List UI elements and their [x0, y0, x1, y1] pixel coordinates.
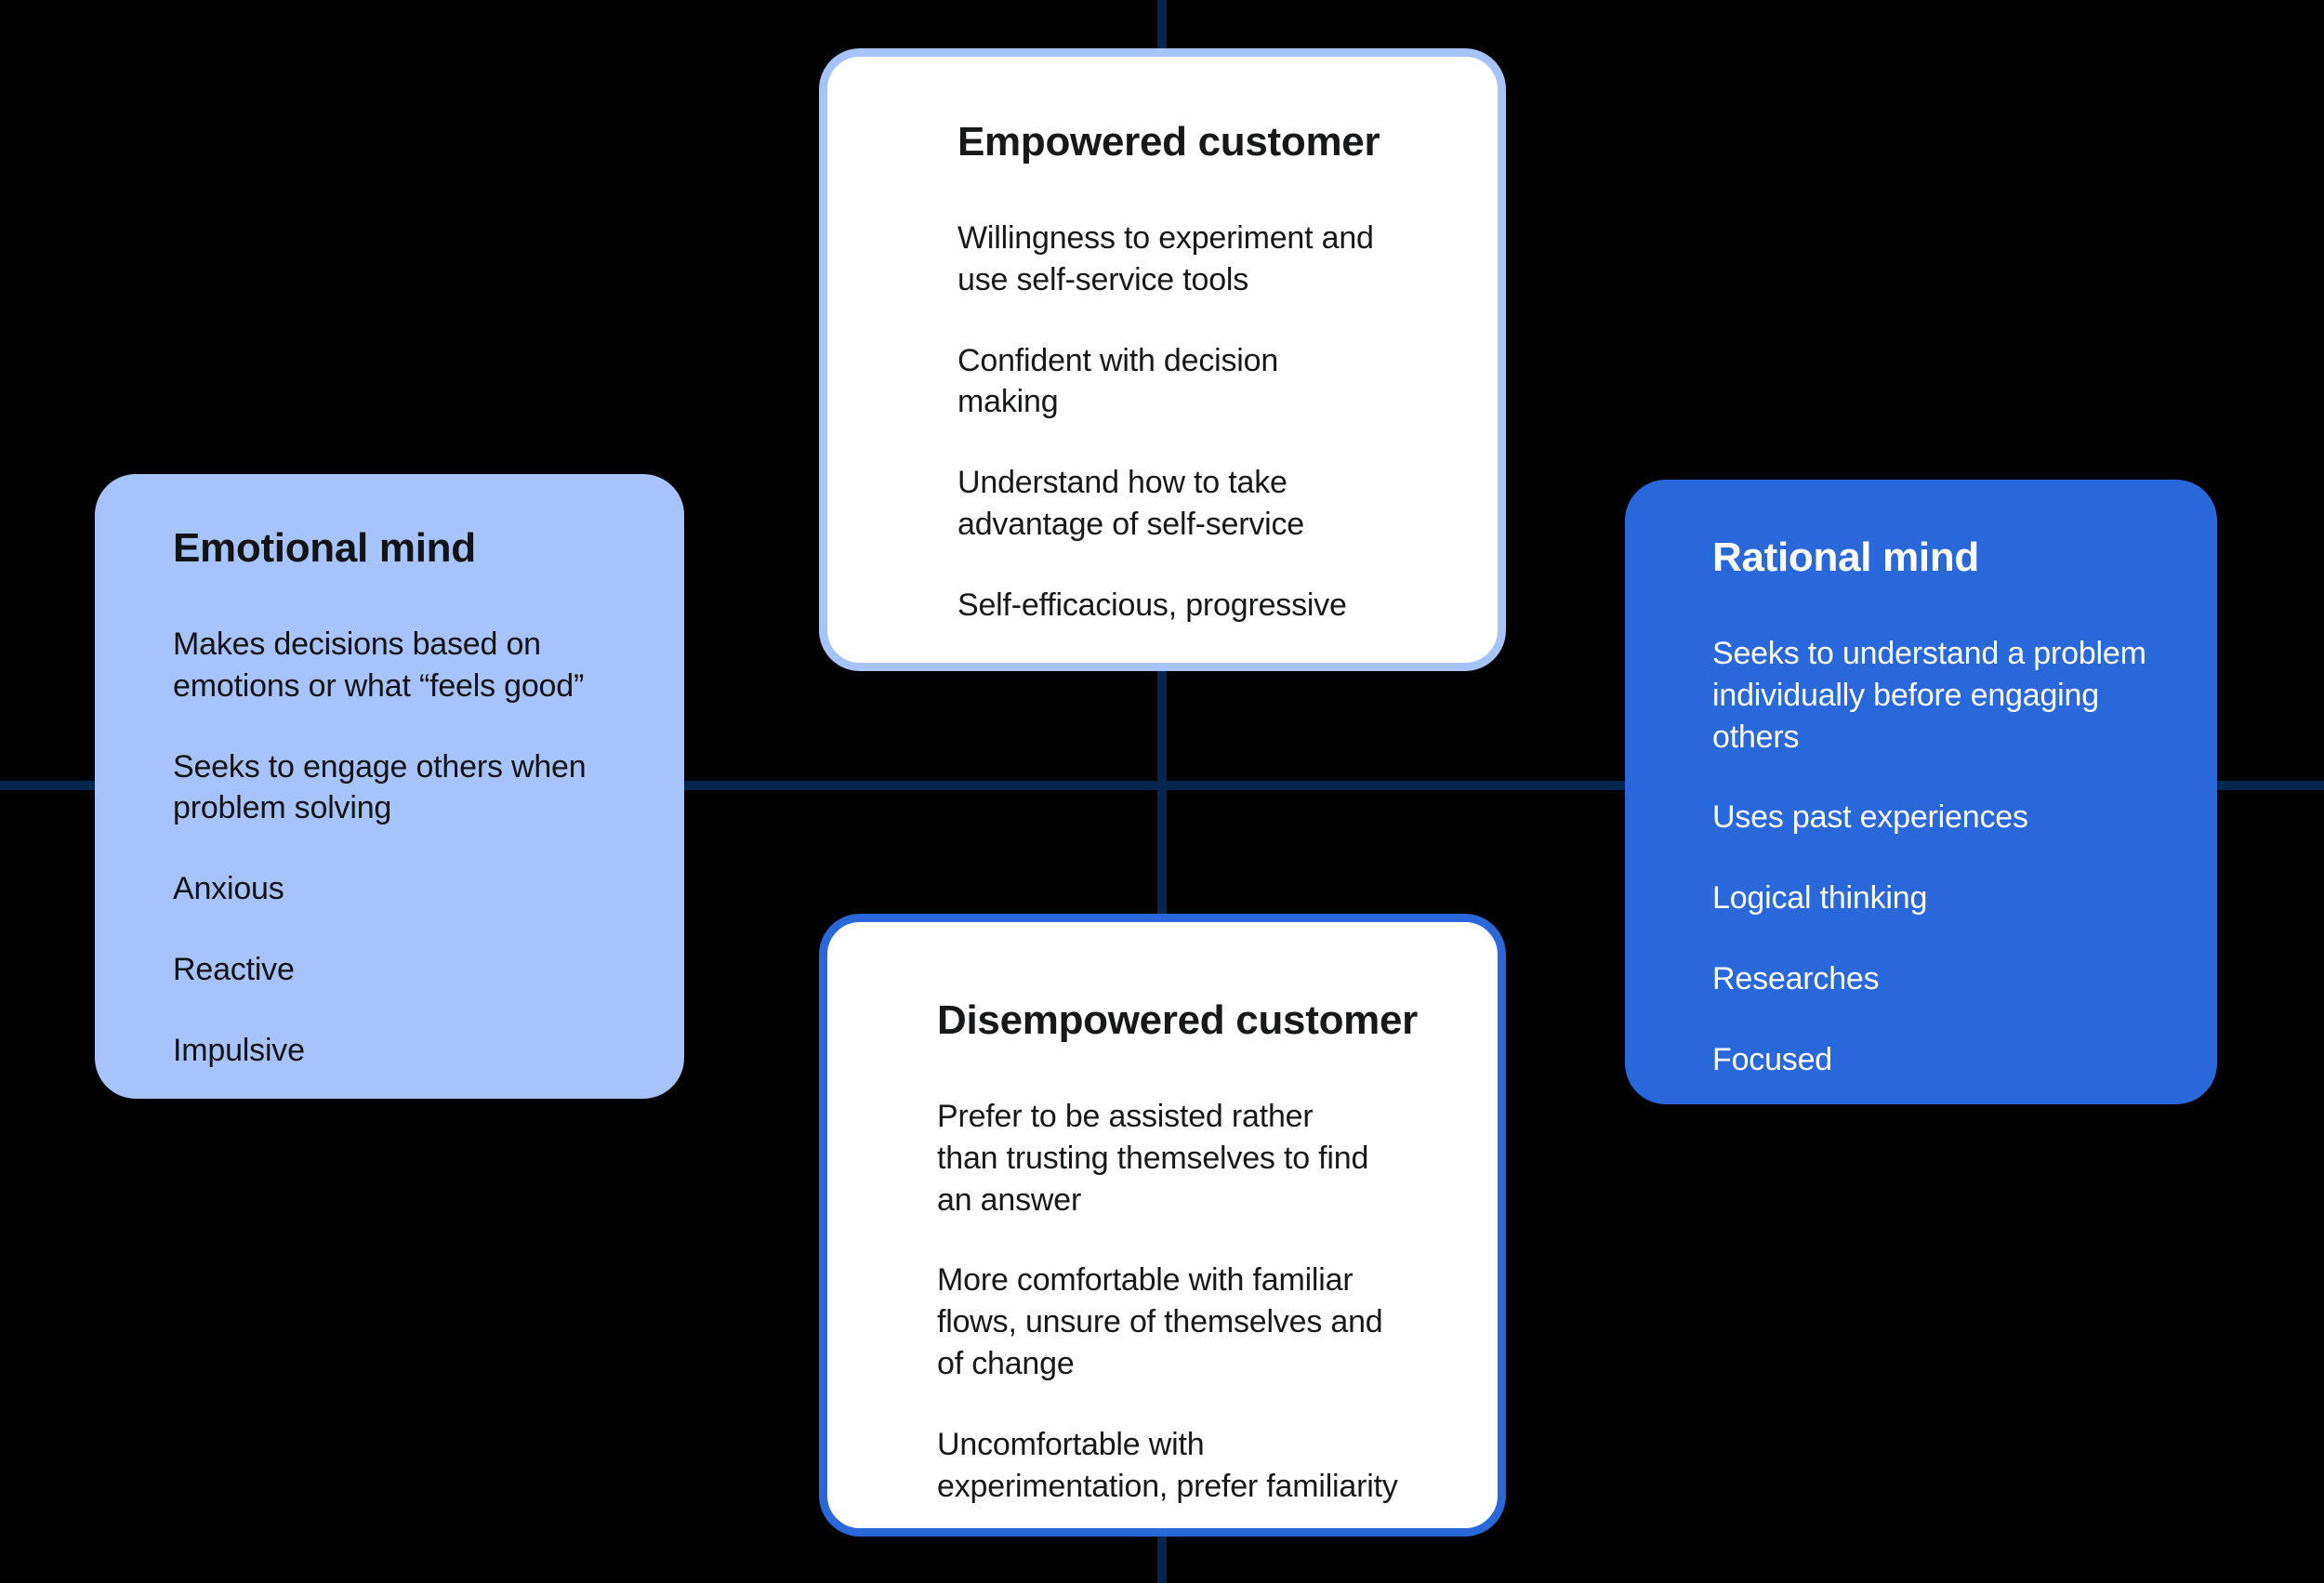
card-item: Understand how to take advantage of self… [957, 465, 1304, 543]
card-item: Willingness to experiment and use self-s… [957, 219, 1374, 297]
card-disempowered-customer: Disempowered customer Prefer to be assis… [819, 914, 1506, 1537]
card-title-empowered-customer: Empowered customer [957, 119, 1380, 165]
card-item: Uses past experiences [1712, 799, 2028, 836]
card-emotional-mind: Emotional mind Makes decisions based on … [95, 474, 684, 1099]
horizontal-axis-line [0, 781, 2324, 790]
card-empowered-customer: Empowered customer Willingness to experi… [819, 48, 1506, 671]
card-item: Logical thinking [1712, 880, 1928, 917]
card-item: Reactive [173, 952, 295, 988]
card-title-rational-mind: Rational mind [1712, 534, 1979, 580]
card-item: Anxious [173, 871, 284, 907]
card-title-disempowered-customer: Disempowered customer [937, 997, 1418, 1043]
card-item: Seeks to understand a problem individual… [1712, 635, 2146, 755]
card-item: Prefer to be assisted rather than trusti… [937, 1098, 1369, 1218]
card-item: Confident with decision making [957, 342, 1279, 420]
vertical-axis-line [1157, 0, 1167, 1583]
card-item: More comfortable with familiar flows, un… [937, 1262, 1383, 1382]
card-rational-mind: Rational mind Seeks to understand a prob… [1625, 480, 2217, 1104]
card-item: Impulsive [173, 1033, 305, 1069]
card-title-emotional-mind: Emotional mind [173, 525, 476, 571]
card-item: Seeks to engage others when problem solv… [173, 748, 587, 826]
card-item: Researches [1712, 961, 1880, 997]
card-item: Focused [1712, 1042, 1833, 1078]
card-item: Self-efficacious, progressive [957, 587, 1347, 624]
card-item: Uncomfortable with experimentation, pref… [937, 1427, 1398, 1504]
card-item: Makes decisions based on emotions or wha… [173, 626, 585, 704]
